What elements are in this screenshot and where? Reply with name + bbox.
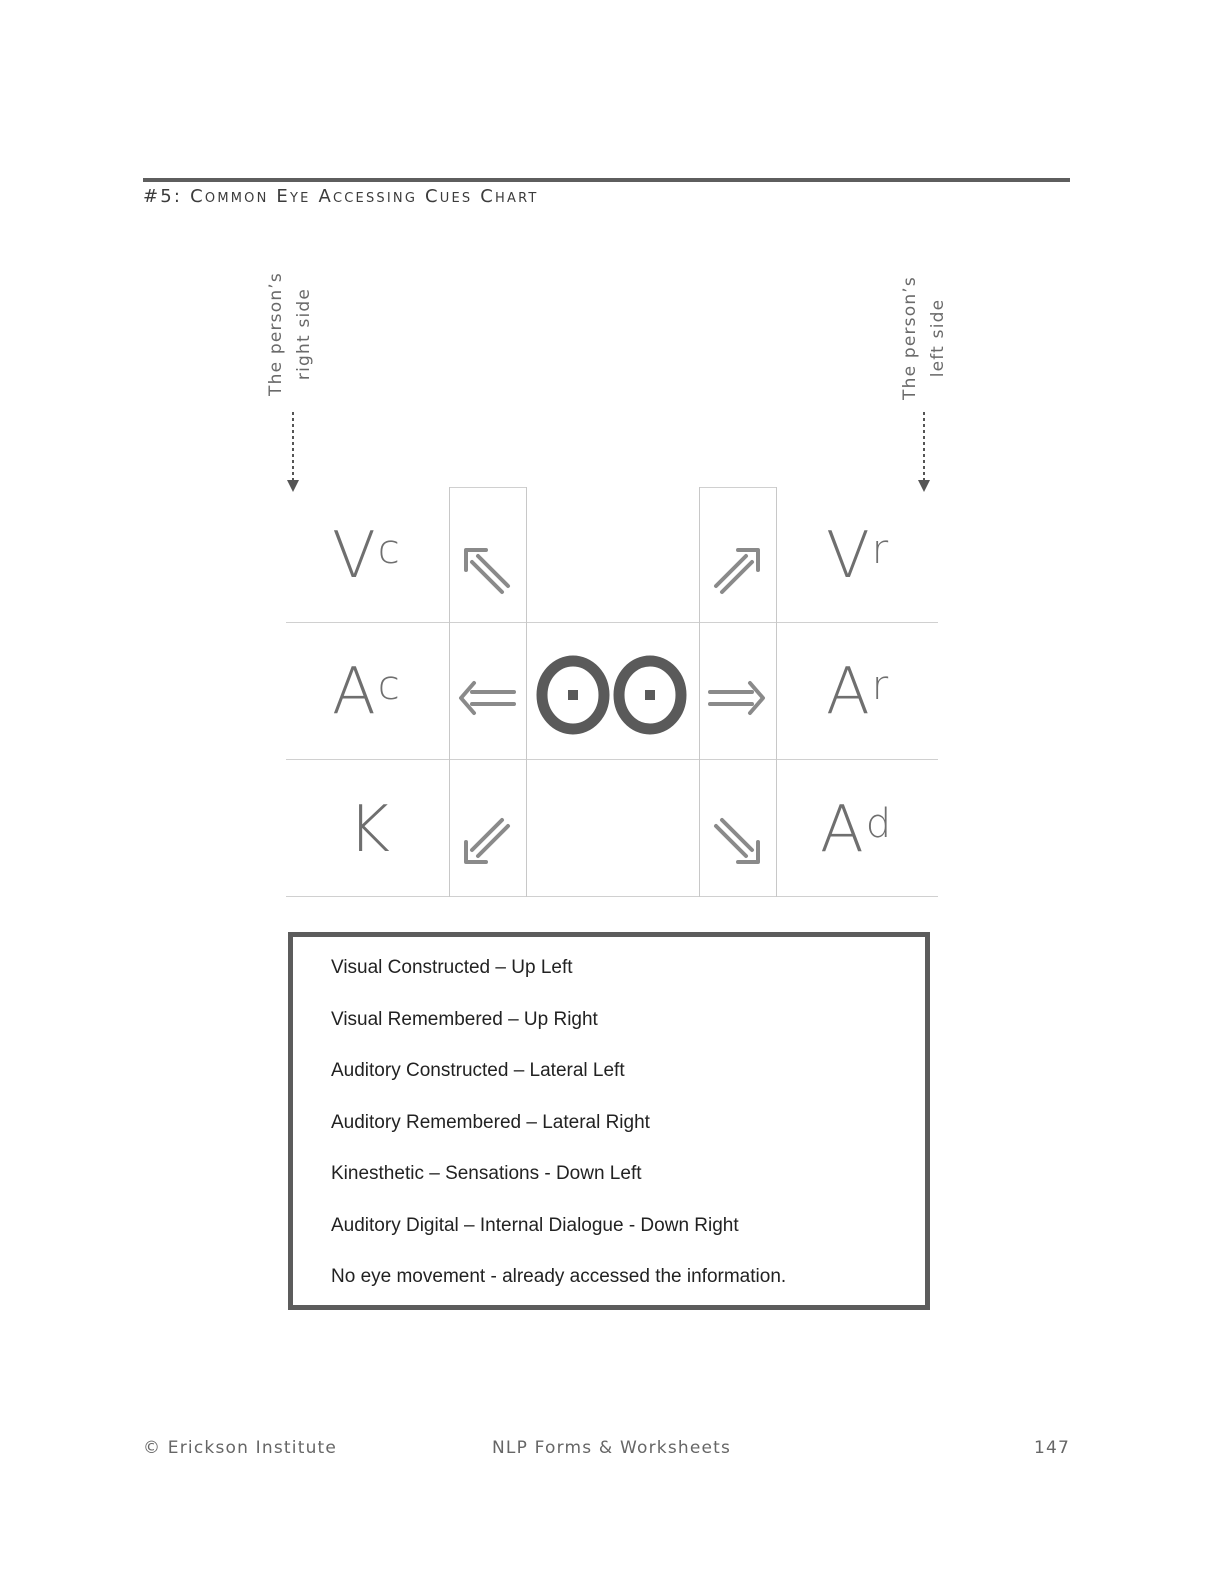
eye-cues-grid — [286, 486, 940, 898]
eyes-icon — [536, 655, 687, 735]
page-title: #5: Common Eye Accessing Cues Chart — [143, 186, 539, 207]
left-side-label-line1: The person’s — [900, 276, 920, 400]
auditory-digital-label: Ad — [820, 793, 892, 867]
grid-line — [286, 622, 938, 623]
down-left-arrow-icon — [464, 818, 510, 864]
left-arrow-icon — [459, 681, 516, 715]
auditory-constructed-label: Ac — [332, 655, 400, 729]
legend-item: No eye movement - already accessed the i… — [331, 1266, 787, 1287]
grid-line — [286, 896, 938, 897]
up-right-arrow-icon — [714, 548, 760, 594]
legend-item: Auditory Remembered – Lateral Right — [331, 1112, 650, 1133]
footer-copyright: © Erickson Institute — [143, 1438, 338, 1458]
grid-line — [526, 487, 527, 897]
legend-item: Auditory Constructed – Lateral Left — [331, 1060, 625, 1081]
legend-box: Visual Constructed – Up Left Visual Reme… — [288, 932, 930, 1310]
grid-line — [449, 487, 450, 897]
left-side-label: The person’s left side — [896, 268, 952, 408]
legend-item: Auditory Digital – Internal Dialogue - D… — [331, 1215, 739, 1236]
legend-item: Kinesthetic – Sensations - Down Left — [331, 1163, 642, 1184]
right-side-down-arrow-icon — [287, 412, 299, 492]
visual-constructed-label: Vc — [332, 519, 400, 593]
top-rule — [143, 178, 1070, 182]
visual-remembered-label: Vr — [826, 519, 889, 593]
auditory-remembered-label: Ar — [826, 655, 889, 729]
footer-book-title: NLP Forms & Worksheets — [492, 1438, 732, 1458]
up-left-arrow-icon — [464, 548, 510, 594]
right-arrow-icon — [708, 681, 765, 715]
grid-line — [699, 487, 777, 488]
kinesthetic-label: K — [348, 793, 390, 867]
legend-item: Visual Remembered – Up Right — [331, 1009, 598, 1030]
grid-line — [699, 487, 700, 897]
right-side-label-line2: right side — [294, 287, 314, 381]
grid-line — [776, 487, 777, 897]
right-side-label: The person’s right side — [262, 264, 318, 404]
right-side-label-line1: The person’s — [266, 272, 286, 396]
grid-line — [449, 487, 527, 488]
left-side-down-arrow-icon — [918, 412, 930, 492]
left-side-label-line2: left side — [928, 298, 948, 378]
legend-item: Visual Constructed – Up Left — [331, 957, 573, 978]
footer-page-number: 147 — [1034, 1438, 1071, 1458]
grid-line — [286, 759, 938, 760]
down-right-arrow-icon — [714, 818, 760, 864]
